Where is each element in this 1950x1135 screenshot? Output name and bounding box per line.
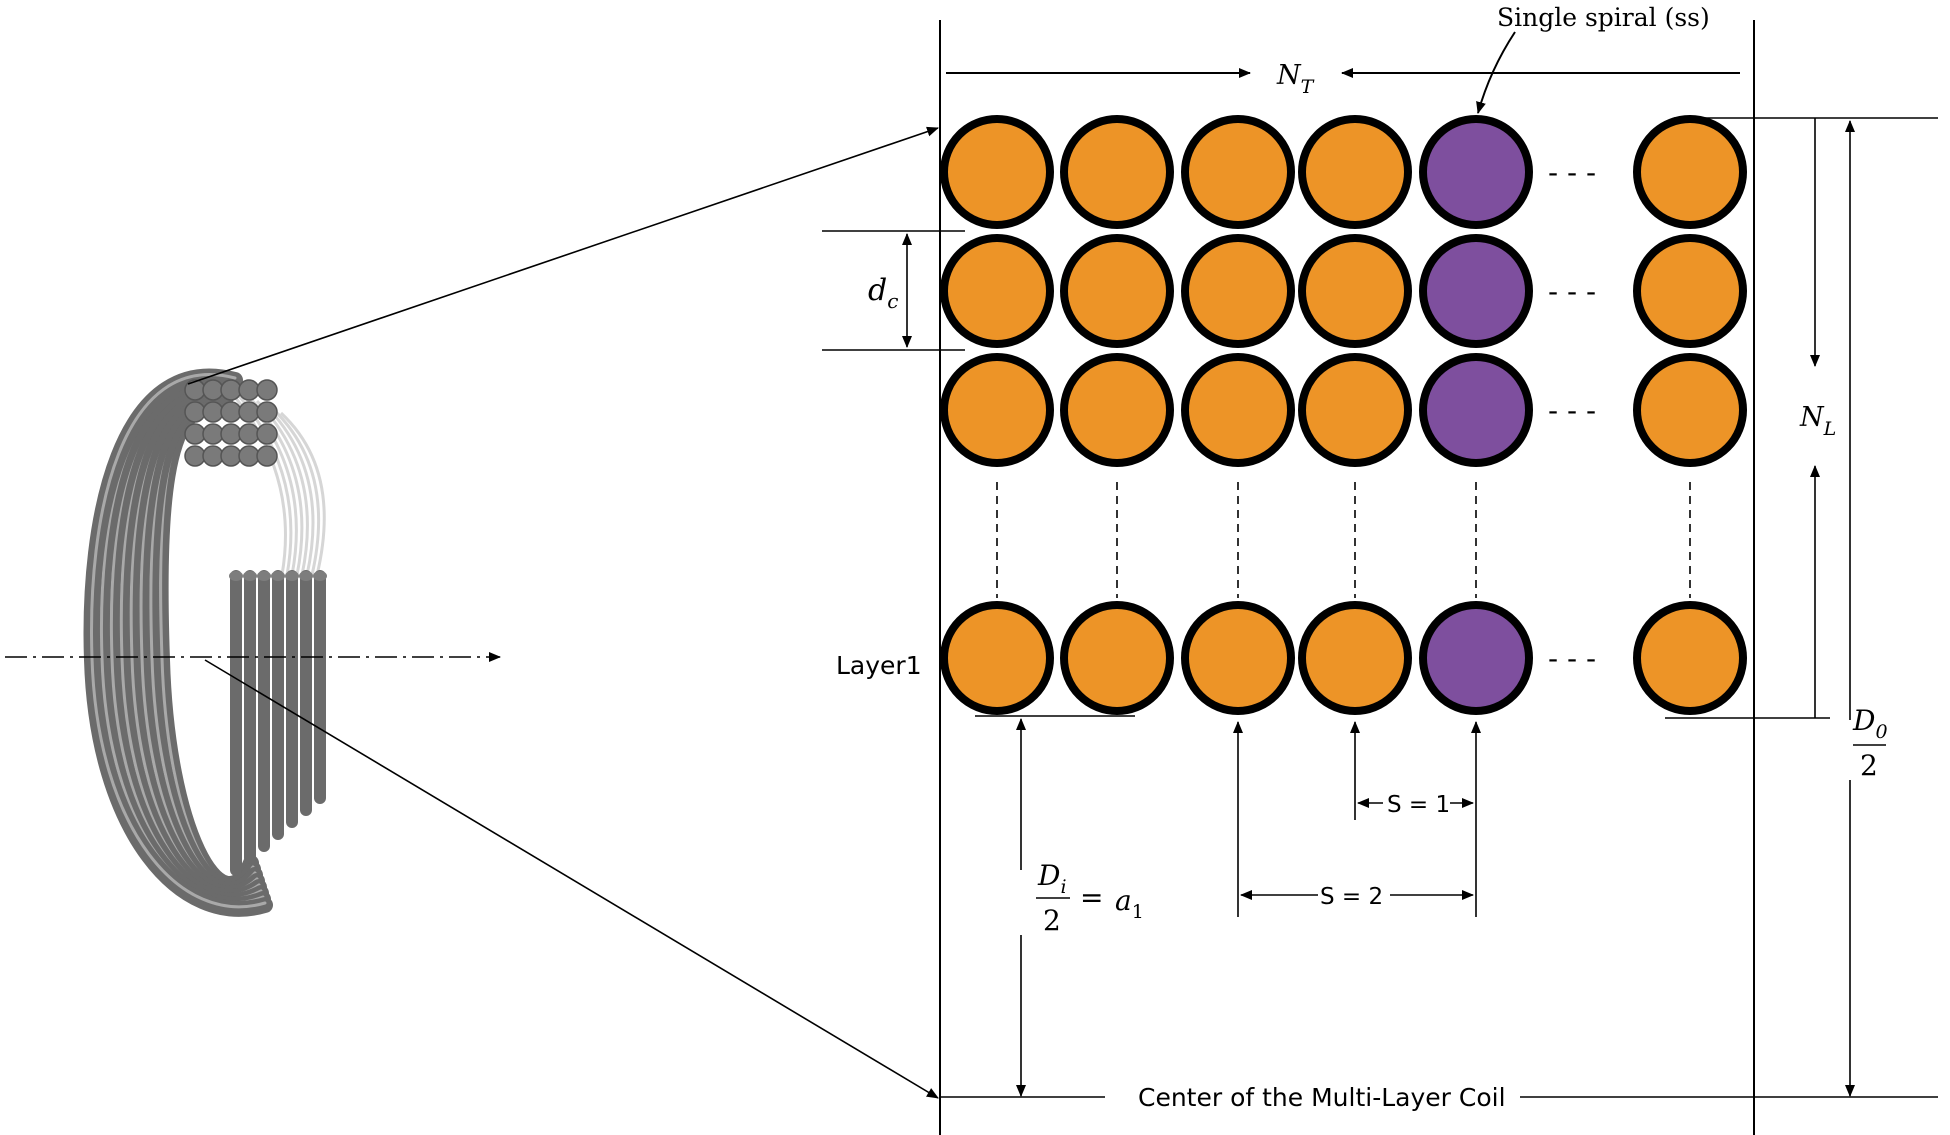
conductor	[1633, 115, 1747, 229]
coil-wire-end	[256, 445, 278, 467]
di-fraction: Di 2 = a1	[1036, 859, 1144, 937]
svg-text:=: =	[1080, 881, 1103, 914]
center-label: Center of the Multi-Layer Coil	[1138, 1083, 1506, 1112]
coil-wire-end	[184, 379, 206, 401]
layer1-label: Layer1	[836, 651, 922, 680]
coil-wire-end	[256, 401, 278, 423]
coil-wire-end	[229, 571, 243, 581]
conductor	[940, 601, 1054, 715]
coil-wire-end	[238, 423, 260, 445]
coil-wire-end	[184, 423, 206, 445]
single-spiral-conductor	[1419, 353, 1533, 467]
s2-label: S = 2	[1320, 884, 1383, 910]
conductor	[1060, 234, 1174, 348]
conductor-grid	[940, 115, 1747, 715]
row-dashes: - - - - - - - - - - - -	[1548, 156, 1596, 675]
svg-text:D0: D0	[1852, 704, 1888, 743]
coil-strand-back	[263, 403, 315, 576]
row-dash-ellipsis: - - -	[1548, 642, 1596, 675]
d0-fraction: D0 2	[1852, 704, 1888, 782]
conductor	[1633, 601, 1747, 715]
coil-wire-end	[256, 379, 278, 401]
coil-wire-end	[257, 571, 271, 581]
coil-wire-end	[238, 445, 260, 467]
nl-label: NL	[1799, 402, 1836, 440]
coil-wire-end	[238, 379, 260, 401]
single-spiral-label: Single spiral (ss)	[1497, 3, 1710, 32]
coil-wire-end	[271, 571, 285, 581]
conductor	[940, 234, 1054, 348]
coil-wire-end	[202, 445, 224, 467]
conductor	[1633, 353, 1747, 467]
coil-wire-end	[238, 401, 260, 423]
conductor	[1060, 601, 1174, 715]
row-dash-ellipsis: - - -	[1548, 156, 1596, 189]
coil-wire-end	[184, 445, 206, 467]
coil-wire-end	[220, 379, 242, 401]
coil-wire-end	[220, 401, 242, 423]
svg-text:2: 2	[1043, 904, 1061, 937]
svg-text:Di: Di	[1037, 859, 1067, 898]
conductor	[1633, 234, 1747, 348]
conductor	[1060, 115, 1174, 229]
coil-wire-end	[202, 401, 224, 423]
zoom-line-top	[187, 126, 939, 385]
conductor	[1298, 353, 1412, 467]
conductor	[1298, 234, 1412, 348]
zoom-line-bottom	[204, 659, 939, 1099]
coil-wire-end	[313, 571, 327, 581]
coil-strand-back	[271, 407, 321, 576]
coil-wire-end	[220, 445, 242, 467]
coil-wire-end	[202, 423, 224, 445]
s1-label: S = 1	[1387, 792, 1450, 818]
conductor	[1181, 601, 1295, 715]
conductor	[1181, 115, 1295, 229]
coil-wire-end	[299, 571, 313, 581]
row-dash-ellipsis: - - -	[1548, 275, 1596, 308]
single-spiral-conductor	[1419, 601, 1533, 715]
single-spiral-conductor	[1419, 234, 1533, 348]
coil-illustration-icon	[83, 368, 327, 917]
coil-wire-end	[184, 401, 206, 423]
row-dash-ellipsis: - - -	[1548, 394, 1596, 427]
conductor	[940, 115, 1054, 229]
coil-strand-back	[279, 411, 326, 576]
conductor	[940, 353, 1054, 467]
svg-text:a1: a1	[1115, 884, 1144, 923]
coil-wire-end	[285, 571, 299, 581]
coil-wire-end	[220, 423, 242, 445]
coil-wire-end	[243, 571, 257, 581]
column-dashes	[996, 482, 1691, 598]
dc-label: dc	[868, 273, 898, 313]
conductor	[1298, 601, 1412, 715]
nt-label: NT	[1276, 60, 1315, 98]
conductor	[1060, 353, 1174, 467]
svg-text:2: 2	[1860, 749, 1878, 782]
conductor	[1181, 353, 1295, 467]
single-spiral-conductor	[1419, 115, 1533, 229]
conductor	[1181, 234, 1295, 348]
coil-wire-end	[256, 423, 278, 445]
conductor	[1298, 115, 1412, 229]
coil-wire-end	[202, 379, 224, 401]
single-spiral-pointer	[1476, 31, 1516, 114]
